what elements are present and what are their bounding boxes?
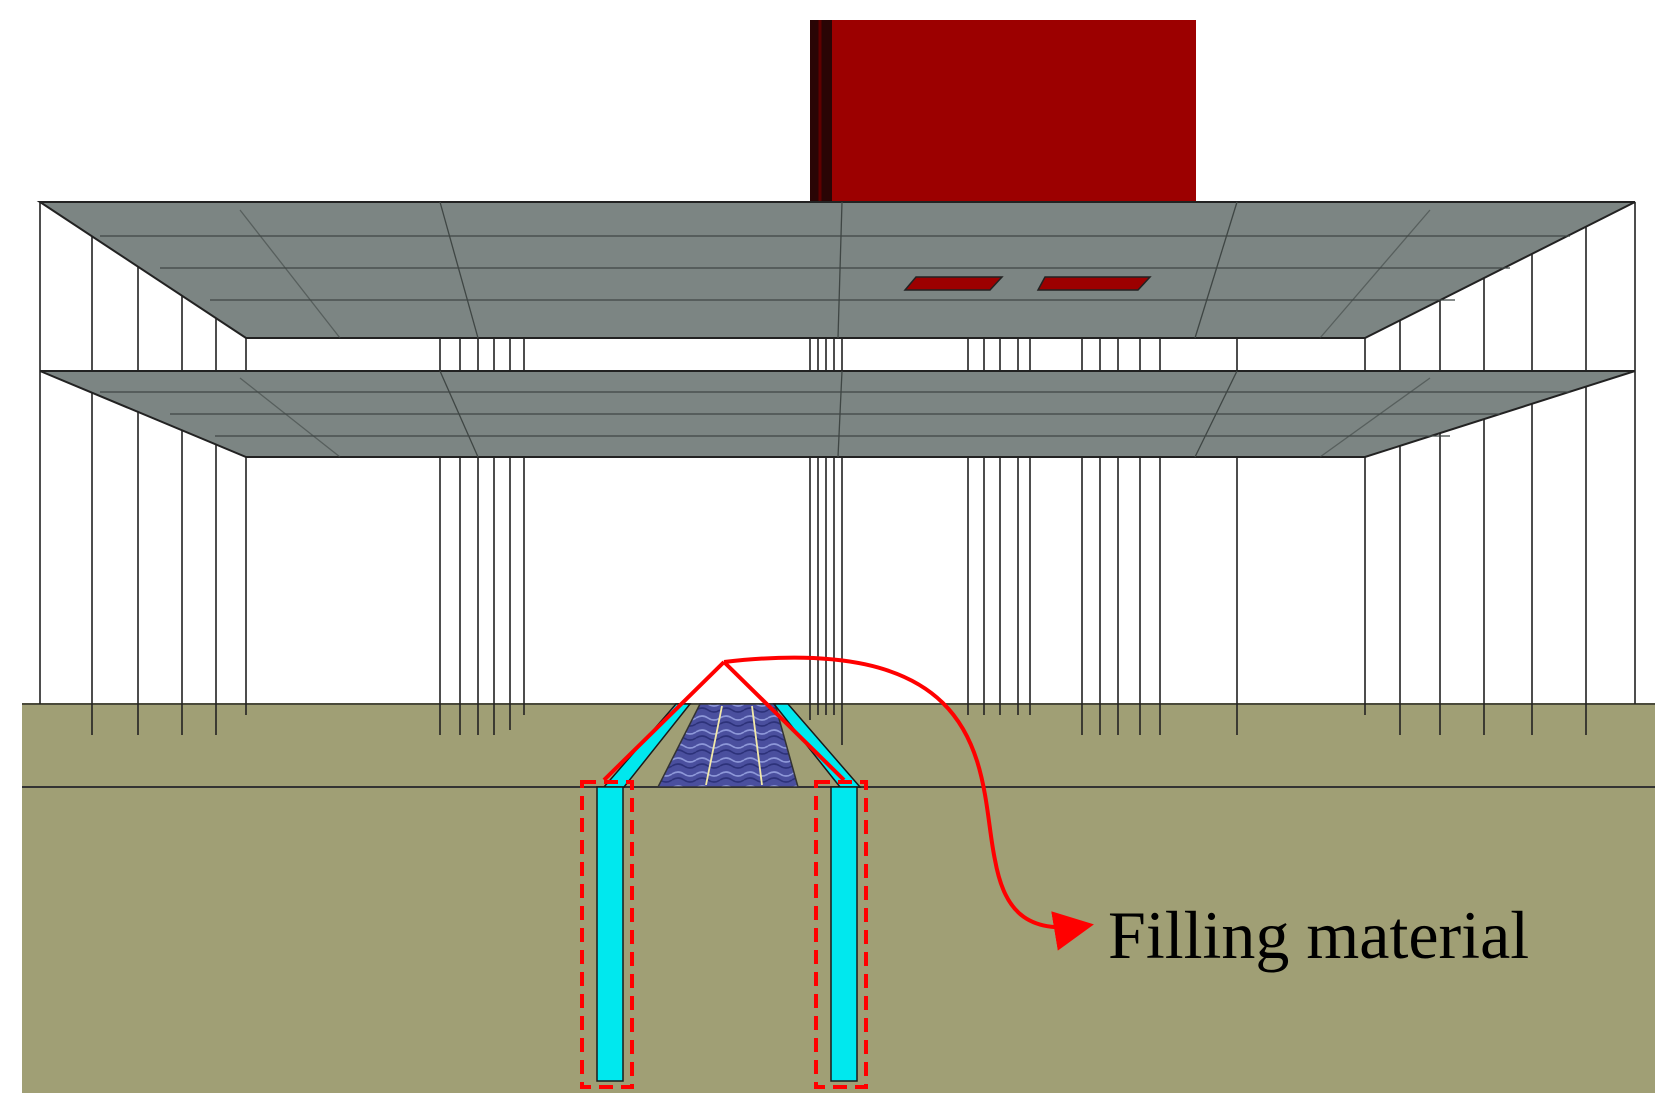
callout-line-right [722,660,846,782]
slab-opening-right [1036,276,1152,291]
filling-highlight [580,655,1094,1089]
filling-material-wall-left [596,786,624,1082]
callout-arrow [723,655,1094,951]
dashed-box-right [814,780,868,1089]
upper-slab-grid [100,201,1570,339]
callout-line-left [602,660,726,782]
upper-slab-openings [903,276,1152,291]
high-rise-face [810,20,1196,202]
filling-material-label: Filling material [1108,897,1529,973]
filling-material-upper-right [772,703,862,788]
slab-opening-left [903,276,1004,291]
filling-material-upper-left [602,703,692,788]
tunnel-floor [656,703,799,788]
upper-floor-slab [36,201,1636,339]
filling-material-wall-right [830,786,858,1082]
tunnel-lane-lines [705,705,763,786]
tunnel [596,703,862,1082]
dashed-box-left [580,780,634,1089]
upper-slab-surface [36,201,1636,339]
high-rise-block [810,20,1196,202]
lower-floor-slab [39,370,1636,458]
lower-slab-grid [100,370,1570,458]
